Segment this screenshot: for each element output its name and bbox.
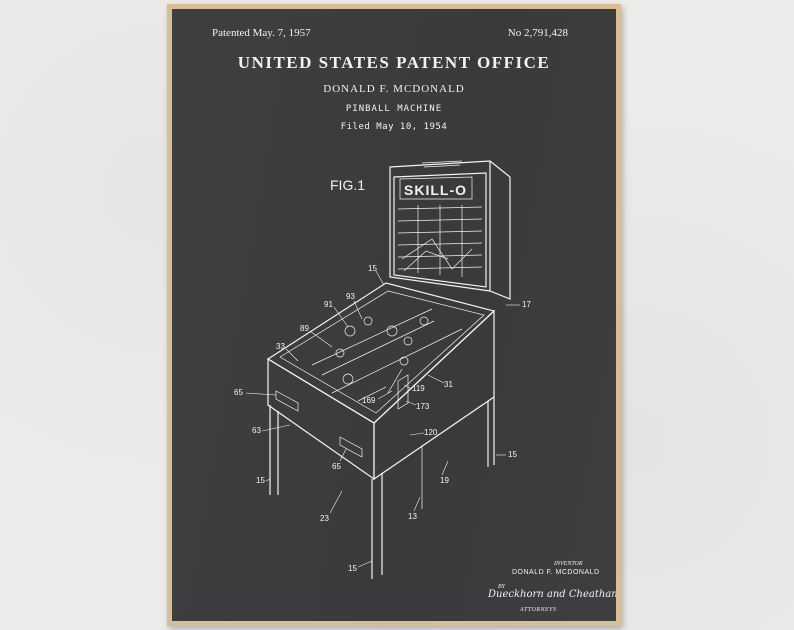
cabinet: [266, 282, 496, 579]
by-label: BY: [498, 584, 506, 590]
ref-93: 93: [346, 292, 355, 301]
ref-119: 119: [412, 384, 425, 393]
ref-15-left: 15: [256, 476, 265, 485]
backbox: SKILL-O: [389, 160, 511, 300]
ref-89: 89: [300, 324, 309, 333]
poster-frame: Patented May. 7, 1957 No 2,791,428 UNITE…: [167, 4, 621, 626]
ref-91: 91: [324, 300, 333, 309]
ref-23: 23: [320, 514, 329, 523]
ref-65-left: 65: [234, 388, 243, 397]
patent-poster: Patented May. 7, 1957 No 2,791,428 UNITE…: [172, 9, 616, 621]
patented-date: Patented May. 7, 1957: [212, 27, 311, 39]
reference-labels: 15 17 91 93 89 33 65 63 15 65: [234, 264, 531, 573]
inventor-name-heading: DONALD F. MCDONALD: [323, 83, 465, 95]
patent-office-heading: UNITED STATES PATENT OFFICE: [237, 53, 551, 72]
filed-date: Filed May 10, 1954: [340, 122, 448, 132]
backbox-text: SKILL-O: [404, 182, 467, 198]
ref-13: 13: [408, 512, 417, 521]
ref-169: 169: [362, 396, 376, 405]
ref-120: 120: [424, 428, 438, 437]
figure-label: FIG.1: [330, 177, 366, 193]
patent-number: No 2,791,428: [507, 27, 568, 39]
ref-63: 63: [252, 426, 261, 435]
ref-65-front: 65: [332, 462, 341, 471]
inventor-name-footer: DONALD F. MCDONALD: [512, 569, 600, 576]
ref-15-top: 15: [368, 264, 377, 273]
ref-33: 33: [276, 342, 285, 351]
inventor-label: INVENTOR: [554, 561, 583, 567]
ref-173: 173: [416, 402, 430, 411]
ref-15-bottom: 15: [348, 564, 357, 573]
ref-15-right: 15: [508, 450, 517, 459]
attorney-signature: Dueckhorn and Cheatham: [488, 589, 616, 600]
invention-title: PINBALL MACHINE: [345, 104, 443, 114]
attorneys-label: ATTORNEYS: [520, 607, 557, 613]
ref-31: 31: [444, 380, 453, 389]
ref-17: 17: [522, 300, 531, 309]
ref-19: 19: [440, 476, 449, 485]
pinball-machine-drawing: SKILL-O: [234, 160, 531, 579]
